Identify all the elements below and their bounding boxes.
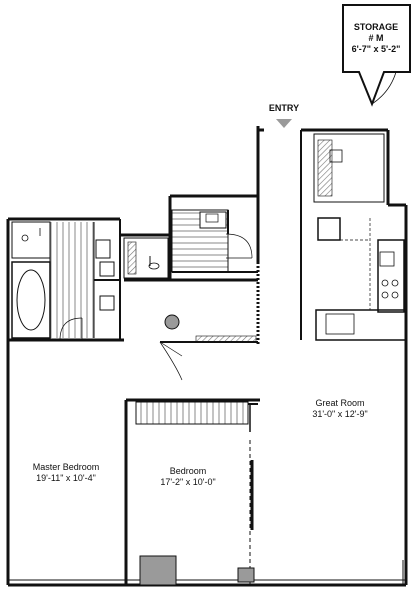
bedroom-dimensions: 17'-2" x 10'-0" (160, 477, 216, 487)
storage-dimensions: 6'-7" x 5'-2" (351, 44, 401, 54)
master-bedroom-dimensions: 19'-11" x 10'-4" (36, 473, 96, 483)
bedroom-label: Bedroom 17'-2" x 10'-0" (146, 466, 230, 488)
entry-walls (256, 126, 312, 340)
storage-number: # M (368, 33, 384, 43)
powder-room (123, 237, 169, 279)
storage-label: STORAGE # M 6'-7" x 5'-2" (346, 22, 406, 55)
entry-label: ENTRY (268, 103, 300, 113)
great-room-dimensions: 31'-0" x 12'-9" (312, 409, 368, 419)
storage-title: STORAGE (353, 22, 399, 32)
kitchen (313, 133, 407, 341)
exterior-walls (6, 128, 408, 587)
master-bathroom (8, 221, 124, 342)
bedroom-name: Bedroom (169, 466, 207, 476)
utility-closet (124, 262, 260, 381)
great-room-walls (402, 340, 408, 585)
great-room-name: Great Room (315, 398, 365, 408)
hall-bath (171, 209, 258, 273)
entry-marker-icon (276, 119, 292, 128)
master-bedroom-label: Master Bedroom 19'-11" x 10'-4" (12, 462, 120, 484)
master-bedroom-name: Master Bedroom (32, 462, 100, 472)
storage-unit (342, 4, 411, 107)
bedroom-walls (124, 398, 260, 586)
great-room-label: Great Room 31'-0" x 12'-9" (295, 398, 385, 420)
